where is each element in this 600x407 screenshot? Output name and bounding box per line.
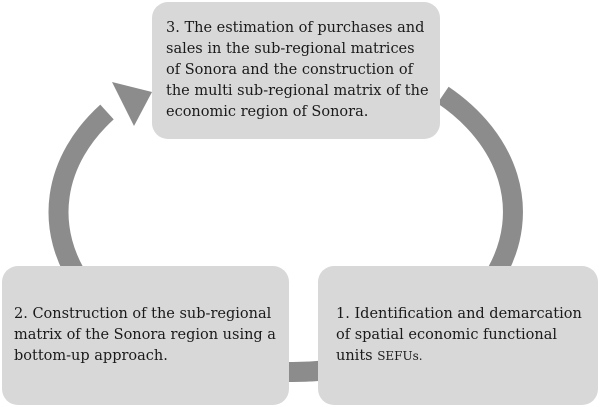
- step-2-number: 2.: [14, 306, 28, 322]
- step-2-text: Construction of the sub-regional matrix …: [14, 306, 276, 364]
- step-1-text: Identification and demarcation of spatia…: [336, 306, 582, 364]
- step-2-box: 2. Construction of the sub-regional matr…: [2, 266, 289, 405]
- step-3-text: The estimation of purchases and sales in…: [166, 20, 429, 120]
- cycle-ring-arc: [48, 86, 523, 383]
- step-3-number: 3.: [166, 20, 180, 36]
- step-1-box: 1. Identification and demarcation of spa…: [318, 266, 598, 405]
- cycle-arrowhead-icon: [112, 82, 152, 126]
- step-1-number: 1.: [336, 306, 350, 322]
- step-3-box: 3. The estimation of purchases and sales…: [152, 2, 440, 139]
- step-1-abbreviation: SEFUs.: [377, 349, 423, 363]
